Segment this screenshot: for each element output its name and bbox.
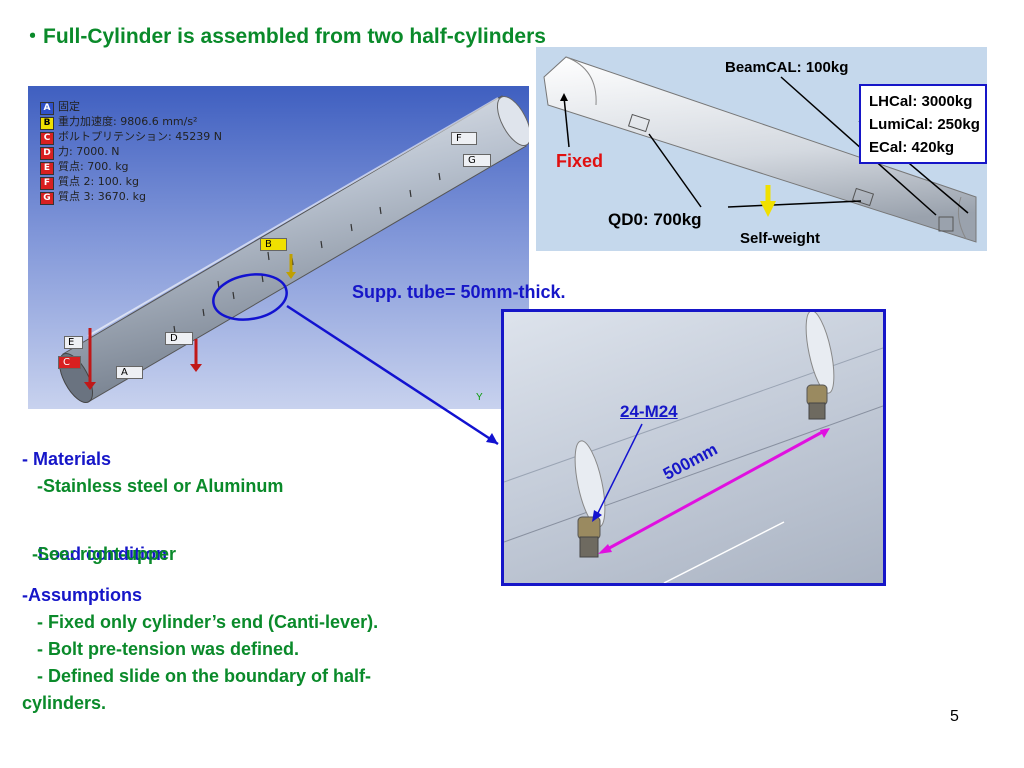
- load-item: See: right-upper: [22, 544, 177, 564]
- legend-text: 固定: [58, 100, 80, 113]
- legend-badge-e: E: [40, 162, 54, 175]
- highlight-overlay: [212, 273, 288, 321]
- qd0-label: QD0: 700kg: [608, 210, 702, 229]
- mass-item: LHCal: 3000kg: [869, 93, 973, 110]
- tag-e: E: [64, 336, 84, 349]
- legend-row-f: F 質点 2: 100. kg: [40, 173, 139, 190]
- legend-row-d: D 力: 7000. N: [40, 143, 119, 160]
- legend-row-c: C ボルトプリテンション: 45239 N: [40, 128, 222, 145]
- self-weight-label: Self-weight: [740, 230, 821, 247]
- legend-row-e: E 質点: 700. kg: [40, 158, 129, 175]
- legend-badge-c: C: [40, 132, 54, 145]
- cylinder-render: [58, 95, 529, 403]
- tag-d: D: [165, 332, 193, 345]
- assumption-item: - Fixed only cylinder’s end (Canti-lever…: [22, 612, 379, 632]
- legend-badge-f: F: [40, 177, 54, 190]
- fixed-label: Fixed: [556, 151, 604, 171]
- legend-row-g: G 質点 3: 3670. kg: [40, 188, 146, 205]
- assumptions-heading: -Assumptions: [22, 585, 143, 605]
- tag-b: B: [260, 238, 287, 251]
- assumption-item: - Defined slide on the boundary of half-: [22, 666, 372, 686]
- legend-text: 力: 7000. N: [58, 145, 120, 158]
- tag-f: F: [451, 132, 477, 145]
- load-heading-row: -Load condition: [22, 514, 167, 568]
- fea-model-panel: A 固定 B 重力加速度: 9806.6 mm/s² C ボルトプリテンション: 45…: [28, 86, 529, 409]
- legend-badge-b: B: [40, 117, 54, 130]
- assumption-item: - Bolt pre-tension was defined.: [22, 639, 300, 659]
- legend-text: ボルトプリテンション: 45239 N: [58, 130, 222, 143]
- legend-row-a: A 固定: [40, 98, 80, 115]
- legend-text: 質点: 700. kg: [58, 160, 129, 173]
- tag-c: C: [58, 356, 81, 369]
- supp-tube-label: Supp. tube= 50mm-thick.: [352, 282, 566, 302]
- legend-text: 質点 3: 3670. kg: [58, 190, 147, 203]
- tag-a: A: [116, 366, 143, 379]
- tag-g: G: [463, 154, 491, 167]
- mass-item: ECal: 420kg: [869, 139, 955, 156]
- page-number: 5: [950, 708, 959, 725]
- legend-badge-d: D: [40, 147, 54, 160]
- legend-row-b: B 重力加速度: 9806.6 mm/s²: [40, 113, 197, 130]
- load-heading: Load condition: [38, 544, 167, 564]
- materials-heading: - Materials: [22, 449, 112, 469]
- legend-text: 質点 2: 100. kg: [58, 175, 140, 188]
- slide-title: ・Full-Cylinder is assembled from two hal…: [22, 25, 546, 48]
- detail-panel: 24-M24 500mm: [501, 309, 886, 586]
- legend-badge-a: A: [40, 102, 54, 115]
- bolt-detail-render: [504, 312, 883, 583]
- bolt-spec-label: 24-M24: [620, 402, 678, 421]
- materials-item: -Stainless steel or Aluminum: [22, 476, 284, 496]
- mass-item: LumiCal: 250kg: [869, 116, 980, 133]
- beamcal-label: BeamCAL: 100kg: [725, 59, 849, 76]
- axis-label: Y: [476, 392, 483, 403]
- assumption-item: cylinders.: [22, 693, 107, 713]
- legend-badge-g: G: [40, 192, 54, 205]
- mass-list-box: LHCal: 3000kg LumiCal: 250kg ECal: 420kg: [859, 84, 987, 164]
- load-dash: -: [32, 544, 39, 564]
- legend-text: 重力加速度: 9806.6 mm/s²: [58, 115, 198, 128]
